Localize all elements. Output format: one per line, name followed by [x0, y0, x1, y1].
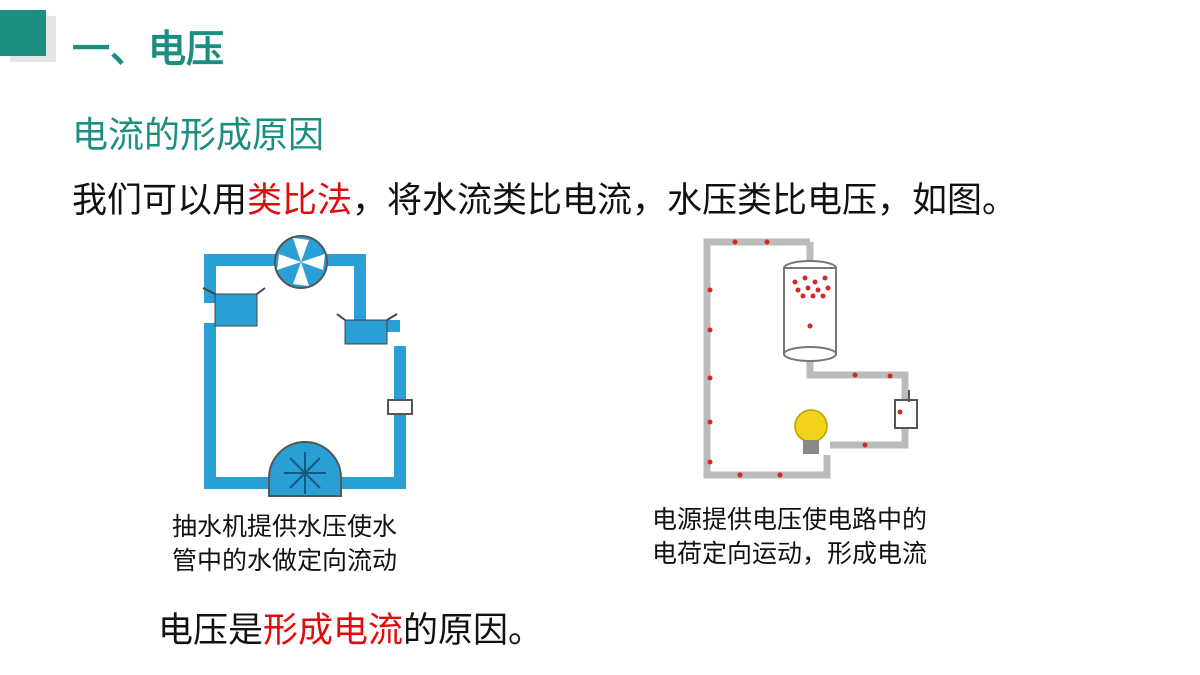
page-title: 一、电压	[72, 27, 225, 71]
intro-highlight: 类比法	[247, 181, 353, 221]
intro-after: ，将水流类比电流，水压类比电压，如图。	[352, 181, 1018, 221]
conclusion-after: 的原因。	[403, 611, 544, 651]
conclusion-before: 电压是	[158, 611, 264, 651]
corner-decoration	[0, 10, 46, 56]
water-diagram-caption: 抽水机提供水压使水 管中的水做定向流动	[172, 512, 398, 575]
conclusion-highlight: 形成电流	[263, 611, 404, 651]
intro-text: 我们可以用类比法，将水流类比电流，水压类比电压，如图。	[72, 172, 1017, 223]
power-source-cylinder	[783, 260, 837, 362]
section-subtitle: 电流的形成原因	[72, 115, 325, 156]
water-circuit-diagram	[202, 235, 413, 497]
light-bulb-icon	[794, 409, 828, 454]
right-water-tank	[344, 319, 388, 345]
valve-icon	[387, 399, 413, 415]
electric-diagram-caption: 电源提供电压使电路中的 电荷定向运动，形成电流	[652, 505, 928, 568]
switch-icon	[894, 399, 918, 429]
left-water-tank	[214, 293, 258, 327]
intro-before: 我们可以用	[72, 181, 248, 221]
electric-circuit-diagram	[703, 238, 918, 479]
conclusion-text: 电压是形成电流的原因。	[158, 602, 543, 653]
